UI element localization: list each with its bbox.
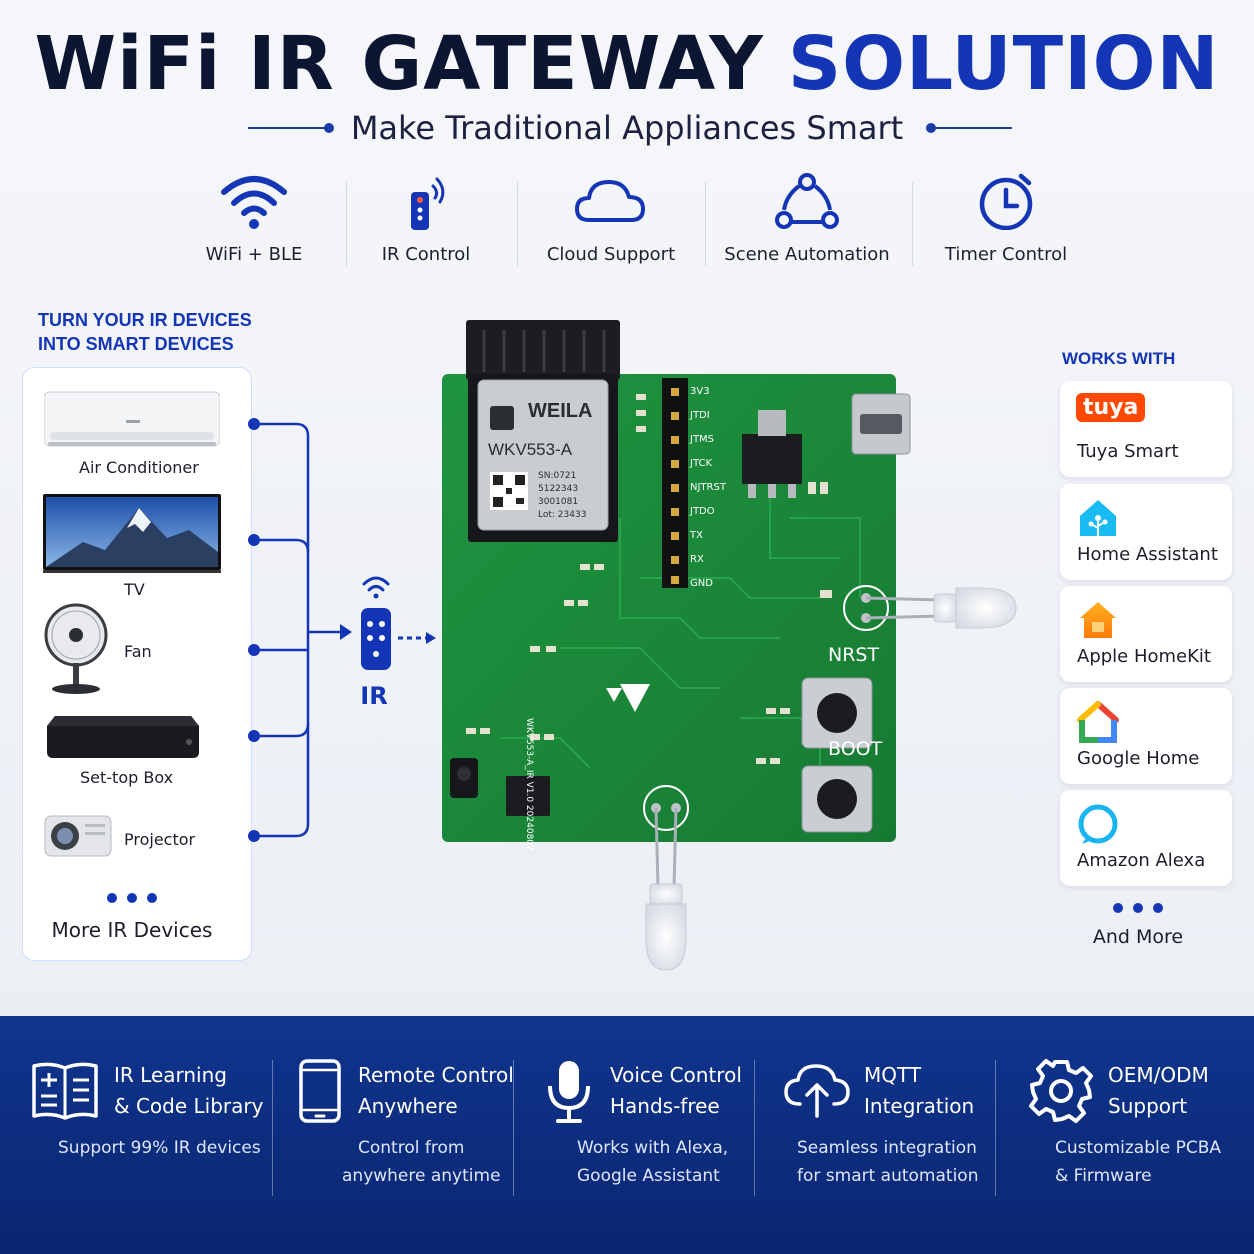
gear-icon: [1029, 1059, 1093, 1123]
cloud-upload-icon: [784, 1064, 850, 1118]
module-brand: WEILA: [528, 400, 593, 422]
right-heading: WORKS WITH: [1062, 349, 1176, 368]
tuya-logo: tuya: [1076, 393, 1146, 422]
bottom-divider: [995, 1060, 996, 1196]
apple-homekit-logo: [1080, 602, 1116, 638]
feature-timer: Timer Control: [936, 170, 1076, 280]
feature-label: Scene Automation: [724, 244, 890, 265]
bottom-divider: [754, 1060, 755, 1196]
subtitle-dot-left: [324, 123, 334, 133]
feature-cloud: Cloud Support: [534, 170, 688, 280]
tv-icon: [43, 494, 221, 574]
page-title: WiFi IR GATEWAY SOLUTION: [0, 22, 1254, 106]
platform-tuya: tuya Tuya Smart: [1060, 381, 1232, 477]
bottom-feature-bar: [0, 1016, 1254, 1254]
fan-icon: [42, 603, 110, 695]
module-model: WKV553-A: [488, 440, 573, 459]
device-panel: [22, 367, 252, 961]
subtitle-line-right: [930, 127, 1012, 129]
pcb-board: WEILA WKV553-A SN:0721 5122343 3001081 L…: [440, 318, 1020, 978]
nrst-label: NRST: [828, 644, 880, 666]
feature-divider: [705, 182, 706, 266]
platform-label: Tuya Smart: [1077, 441, 1179, 462]
platform-home-assistant: Home Assistant: [1060, 484, 1232, 580]
phone-icon: [299, 1059, 341, 1123]
bottom-feature-mqtt: MQTT Integration Seamless integration fo…: [782, 1058, 988, 1208]
title-part2: SOLUTION: [787, 21, 1220, 107]
bottom-feature-voice-control: Voice Control Hands-free Works with Alex…: [544, 1058, 744, 1208]
device-connectors: [248, 418, 436, 842]
book-icon: [32, 1062, 98, 1120]
left-heading: TURN YOUR IR DEVICES INTO SMART DEVICES: [38, 310, 252, 354]
subtitle-line-left: [248, 127, 328, 129]
device-label: TV: [124, 580, 145, 599]
platform-apple-homekit: Apple HomeKit: [1060, 586, 1232, 682]
subtitle-row: Make Traditional Appliances Smart: [0, 106, 1254, 152]
wifi-icon: [221, 176, 287, 229]
title-part1: WiFi IR GATEWAY: [34, 21, 764, 107]
air-conditioner-icon: [43, 390, 221, 450]
feature-divider: [346, 182, 347, 266]
google-home-logo: [1077, 701, 1119, 743]
feature-label: Cloud Support: [546, 244, 676, 265]
bottom-divider: [272, 1060, 273, 1196]
board-version: WKV553-A_IR V1.0 20240807: [524, 718, 534, 851]
device-label: Set-top Box: [80, 768, 174, 787]
and-more-label: And More: [1092, 926, 1184, 948]
boot-label: BOOT: [828, 738, 883, 760]
platform-label: Amazon Alexa: [1077, 850, 1206, 871]
more-devices-label: More IR Devices: [51, 918, 213, 942]
platform-amazon-alexa: Amazon Alexa: [1060, 790, 1232, 886]
feature-scene-automation: Scene Automation: [722, 170, 892, 280]
bottom-feature-remote-control: Remote Control Anywhere Control from any…: [298, 1058, 514, 1208]
bottom-feature-ir-learning: IR Learning & Code Library Support 99% I…: [30, 1058, 266, 1208]
device-label: Air Conditioner: [79, 458, 199, 477]
set-top-box-icon: [45, 712, 201, 760]
cloud-icon: [575, 180, 645, 222]
device-label: Fan: [124, 642, 152, 661]
more-devices-dots: [104, 893, 160, 903]
microphone-icon: [548, 1061, 590, 1123]
platform-google-home: Google Home: [1060, 688, 1232, 784]
and-more-dots: [1110, 903, 1166, 913]
amazon-alexa-logo: [1078, 804, 1118, 844]
feature-label: Timer Control: [944, 244, 1068, 265]
device-label: Projector: [124, 830, 196, 849]
feature-divider: [912, 182, 913, 266]
timer-icon: [979, 173, 1033, 230]
bottom-feature-oem: OEM/ODM Support Customizable PCBA & Firm…: [1028, 1058, 1234, 1208]
ir-remote-icon: [411, 177, 445, 230]
projector-icon: [43, 810, 113, 860]
scene-automation-icon: [775, 173, 839, 229]
ir-remote-icon: [361, 576, 391, 670]
feature-label: IR Control: [381, 244, 471, 265]
feature-wifi: WiFi + BLE: [184, 170, 324, 280]
module-info: SN:0721 5122343 3001081 Lot: 23433: [538, 471, 587, 520]
home-assistant-logo: [1080, 500, 1116, 536]
ir-label: IR: [360, 682, 388, 710]
platform-label: Home Assistant: [1077, 544, 1218, 565]
platform-label: Google Home: [1077, 748, 1200, 769]
bottom-divider: [513, 1060, 514, 1196]
feature-ir-control: IR Control: [356, 170, 496, 280]
feature-divider: [517, 182, 518, 266]
subtitle: Make Traditional Appliances Smart: [350, 109, 904, 147]
feature-label: WiFi + BLE: [205, 244, 303, 265]
platform-label: Apple HomeKit: [1077, 646, 1211, 667]
